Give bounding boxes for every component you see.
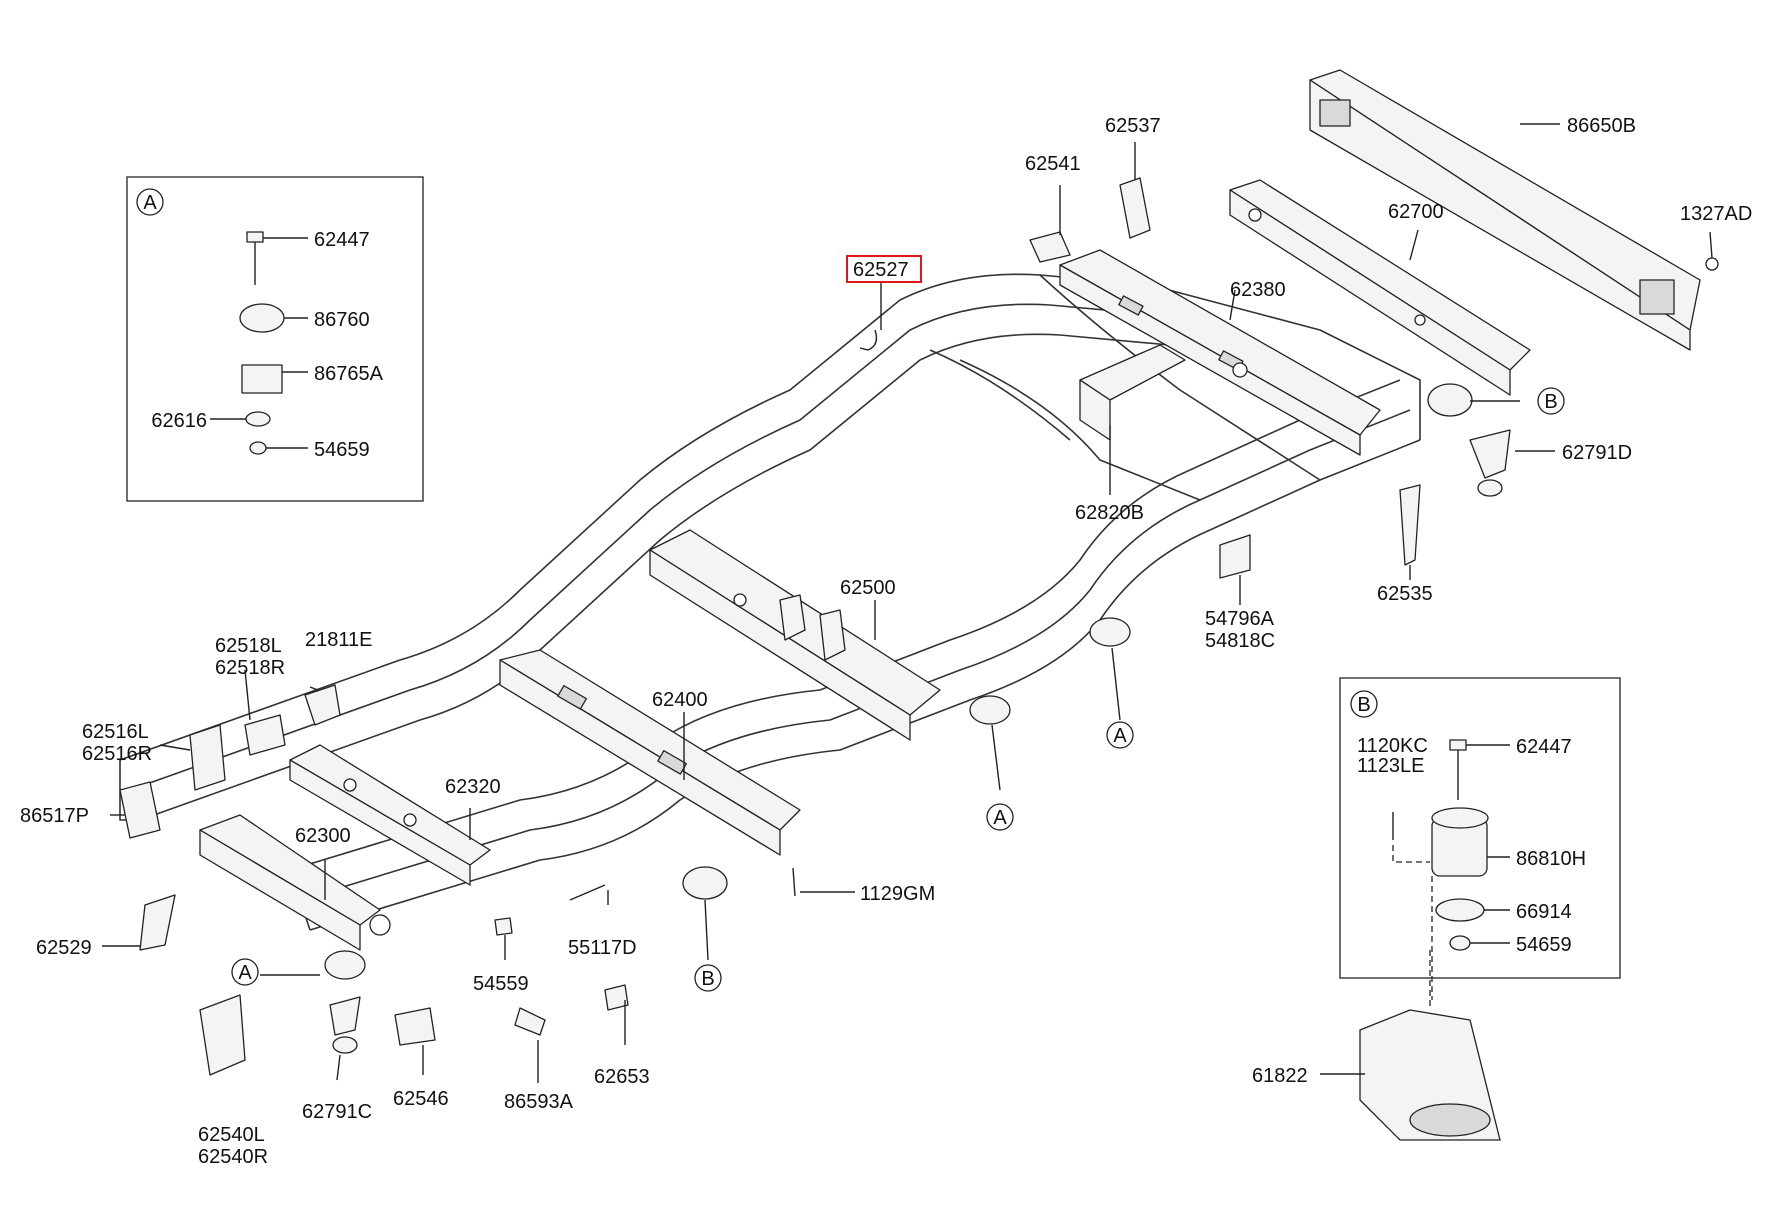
label-62537[interactable]: 62537: [1105, 115, 1161, 137]
crossmember-62380: [1059, 249, 1381, 456]
label-62529[interactable]: 62529: [36, 937, 92, 959]
label-62518L[interactable]: 62518L: [215, 635, 282, 657]
part-labels: 62527 62541 62537 86650B 1327AD 62700 62…: [20, 115, 1752, 1168]
inset-a-callout: A: [143, 192, 157, 214]
label-86517P[interactable]: 86517P: [20, 805, 89, 827]
inset-a-part-86765A: 86765A: [314, 363, 384, 385]
callout-a-mid: A: [993, 807, 1007, 829]
label-62320[interactable]: 62320: [445, 776, 501, 798]
label-62653[interactable]: 62653: [594, 1066, 650, 1088]
label-54796A[interactable]: 54796A: [1205, 608, 1275, 630]
inset-b-part-62447: 62447: [1516, 736, 1572, 758]
bumper-86650B: [1309, 69, 1701, 351]
crossmember-62400: [499, 649, 801, 856]
label-62518R[interactable]: 62518R: [215, 657, 285, 679]
label-54559[interactable]: 54559: [473, 973, 529, 995]
callout-a-rear: A: [1113, 725, 1127, 747]
callout-a-front: A: [238, 962, 252, 984]
label-62791D[interactable]: 62791D: [1562, 442, 1632, 464]
inset-a-part-54659: 54659: [314, 439, 370, 461]
label-62300[interactable]: 62300: [295, 825, 351, 847]
label-55117D[interactable]: 55117D: [568, 937, 637, 959]
inset-a-part-62616: 62616: [151, 410, 207, 432]
inset-b-callout: B: [1357, 694, 1370, 716]
label-62541[interactable]: 62541: [1025, 153, 1081, 175]
highlight-box: [846, 255, 922, 283]
label-62380[interactable]: 62380: [1230, 279, 1286, 301]
label-62700[interactable]: 62700: [1388, 201, 1444, 223]
label-61822[interactable]: 61822: [1252, 1065, 1308, 1087]
crossmember-62320: [289, 744, 491, 886]
inset-a-part-62447: 62447: [314, 229, 370, 251]
label-54818C[interactable]: 54818C: [1205, 630, 1275, 652]
inset-b-part-1120KC: 1120KC: [1357, 735, 1428, 757]
inset-a-part-86760: 86760: [314, 309, 370, 331]
label-62516L[interactable]: 62516L: [82, 721, 149, 743]
crossmember-62820B: [1079, 344, 1186, 441]
crossmember-62300: [199, 814, 391, 951]
inset-b: B 1120KC 1123LE 62447 86810H 66914 54659: [1339, 677, 1621, 1000]
label-86593A[interactable]: 86593A: [504, 1091, 574, 1113]
label-1129GM[interactable]: 1129GM: [860, 883, 935, 905]
label-86650B[interactable]: 86650B: [1567, 115, 1636, 137]
inset-b-part-54659: 54659: [1516, 934, 1572, 956]
label-62791C[interactable]: 62791C: [302, 1101, 372, 1123]
crossmember-62700: [1229, 179, 1531, 396]
callout-b-rear: B: [1544, 391, 1557, 413]
inset-b-part-66914: 66914: [1516, 901, 1572, 923]
inset-b-part-86810H: 86810H: [1516, 848, 1586, 870]
label-62540L[interactable]: 62540L: [198, 1124, 265, 1146]
label-21811E[interactable]: 21811E: [305, 629, 372, 651]
inset-b-part-1123LE: 1123LE: [1357, 755, 1424, 777]
callout-circles: A A A B B: [231, 387, 1565, 992]
crossmember-62500: [649, 529, 941, 741]
label-62535[interactable]: 62535: [1377, 583, 1433, 605]
label-62516R[interactable]: 62516R: [82, 743, 152, 765]
label-62400[interactable]: 62400: [652, 689, 708, 711]
label-62546[interactable]: 62546: [393, 1088, 449, 1110]
inset-a: A 62447 86760 86765A 62616 54659: [126, 176, 424, 502]
leader-lines: [102, 123, 1713, 1083]
label-1327AD[interactable]: 1327AD: [1680, 203, 1752, 225]
label-62820B[interactable]: 62820B: [1075, 502, 1144, 524]
label-62540R[interactable]: 62540R: [198, 1146, 268, 1168]
parts-shapes: [119, 177, 1719, 1141]
label-62500[interactable]: 62500: [840, 577, 896, 599]
callout-b-front: B: [701, 968, 714, 990]
label-62527[interactable]: 62527: [853, 259, 909, 281]
